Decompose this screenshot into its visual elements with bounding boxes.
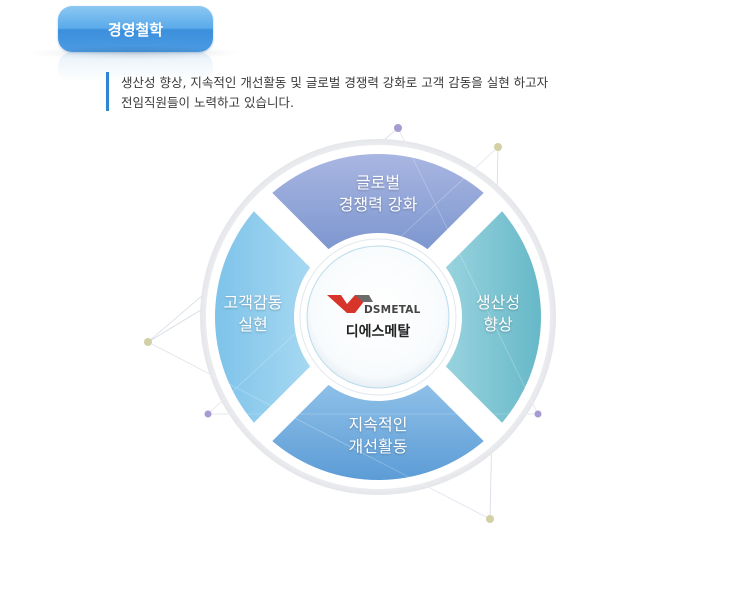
quadrant-left [215,211,311,423]
tab-shadow [28,46,243,60]
description-text: 생산성 향상, 지속적인 개선활동 및 글로벌 경쟁력 강화로 고객 감동을 실… [121,73,681,113]
description-line-1: 생산성 향상, 지속적인 개선활동 및 글로벌 경쟁력 강화로 고객 감동을 실… [121,75,549,90]
node-dot [494,143,502,151]
quadrant-right-line2: 향상 [483,315,513,334]
logo-mark-gray [355,295,373,302]
connector-line [397,127,539,415]
node-dot [394,124,402,132]
center-circle [306,245,450,389]
logo-english: DSMETAL [364,304,421,316]
quadrant-top-label: 글로벌 경쟁력 강화 [318,172,438,216]
quadrant-top-line2: 경쟁력 강화 [338,195,418,214]
node-dot [144,338,152,346]
connector-line [147,341,491,520]
quadrant-bottom-line2: 개선활동 [348,437,408,456]
quadrant-bottom-line1: 지속적인 [348,415,408,434]
quadrant-left-label: 고객감동 실현 [198,292,308,336]
description-line-2: 전임직원들이 노력하고 있습니다. [121,95,294,110]
quadrant-left-line2: 실현 [238,315,268,334]
quadrant-top [272,154,484,250]
logo-korean: 디에스메탈 [345,324,411,340]
node-dot [486,515,494,523]
quadrant-top-line1: 글로벌 [355,173,401,192]
quadrant-bottom-label: 지속적인 개선활동 [318,414,438,458]
quadrant-right [445,211,541,423]
node-dot [204,410,212,418]
section-tab[interactable]: 경영철학 [58,6,213,52]
logo-mark-red [327,295,369,313]
quadrant-right-line1: 생산성 [475,293,521,312]
dsmetal-logo-icon [327,295,373,313]
section-tab-label: 경영철학 [107,20,164,39]
quadrant-right-label: 생산성 향상 [448,292,548,336]
quadrant-bottom [272,384,484,480]
tab-reflection [58,52,213,82]
quadrant-left-line1: 고객감동 [223,293,283,312]
description-accent-bar [106,72,109,111]
node-dot [534,410,542,418]
